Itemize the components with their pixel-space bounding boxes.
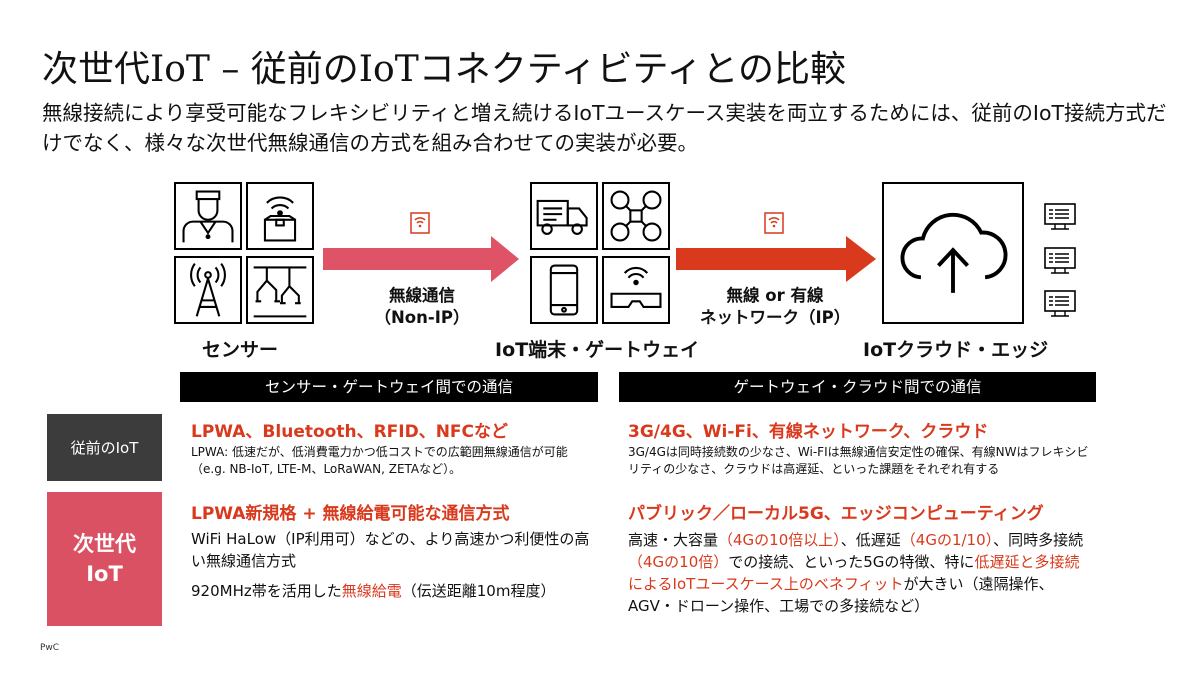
- truck-icon: [530, 182, 598, 250]
- arrow-gateway-to-cloud: [676, 236, 876, 282]
- legacy-cloud-heading: 3G/4G、Wi-Fi、有線ネットワーク、クラウド: [628, 422, 989, 442]
- monitor-icon: [1044, 203, 1076, 230]
- column-header-sensor-gateway: センサー・ゲートウェイ間での通信: [180, 372, 598, 402]
- nextgen-sensor-heading: LPWA新規格 + 無線給電可能な通信方式: [191, 504, 510, 524]
- legacy-sensor-body: LPWA: 低速だが、低消費電力かつ低コストでの広範囲無線通信が可能（e.g. …: [191, 445, 568, 476]
- phone-icon: [530, 256, 598, 324]
- link1-label: 無線通信 （Non-IP）: [374, 286, 470, 327]
- nextgen-cloud-heading: パブリック／ローカル5G、エッジコンピューティング: [628, 504, 1044, 524]
- legacy-cloud-body: 3G/4Gは同時接続数の少なさ、Wi-FIは無線通信安定性の確保、有線NWはフレ…: [628, 445, 1089, 476]
- drone-icon: [602, 182, 670, 250]
- nextgen-wireless-power-text: 920MHz帯を活用した無線給電（伝送距離10m程度）: [191, 582, 556, 600]
- column-header-gateway-cloud: ゲートウェイ・クラウド間での通信: [619, 372, 1096, 402]
- nextgen-cloud-body: 高速・大容量（4Gの10倍以上）、低遅延（4Gの1/10）、同時多接続（4Gの1…: [628, 531, 1084, 615]
- row-label-legacy-iot: 従前のIoT: [47, 414, 162, 481]
- monitor-icon: [1044, 247, 1076, 274]
- wifi-signal-icon: [410, 212, 430, 234]
- wifi-box-icon: [246, 182, 314, 250]
- footer-brand: PwC: [40, 643, 60, 653]
- page-subtitle: 無線接続により享受可能なフレキシビリティと増え続けるIoTユースケース実装を両立…: [42, 101, 1167, 155]
- link2-label: 無線 or 有線 ネットワーク（IP）: [700, 286, 851, 327]
- row-label-next-gen-iot: 次世代 IoT: [47, 492, 162, 626]
- wifi-signal-icon: [764, 212, 784, 234]
- cloud-caption: IoTクラウド・エッジ: [863, 339, 1049, 361]
- vr-headset-icon: [602, 256, 670, 324]
- signal-tower-icon: [174, 256, 242, 324]
- cloud-upload-icon: [882, 182, 1024, 324]
- arrow-sensor-to-gateway: [323, 236, 519, 282]
- robot-arms-icon: [246, 256, 314, 324]
- legacy-sensor-heading: LPWA、Bluetooth、RFID、NFCなど: [191, 422, 509, 442]
- sensor-caption: センサー: [202, 339, 279, 361]
- nextgen-sensor-body: WiFi HaLow（IP利用可）などの、より高速かつ利便性の高い無線通信方式: [191, 530, 590, 570]
- worker-icon: [174, 182, 242, 250]
- monitor-icon: [1044, 290, 1076, 317]
- gateway-caption: IoT端末・ゲートウェイ: [495, 339, 700, 361]
- page-title: 次世代IoT – 従前のIoTコネクティビティとの比較: [42, 49, 847, 90]
